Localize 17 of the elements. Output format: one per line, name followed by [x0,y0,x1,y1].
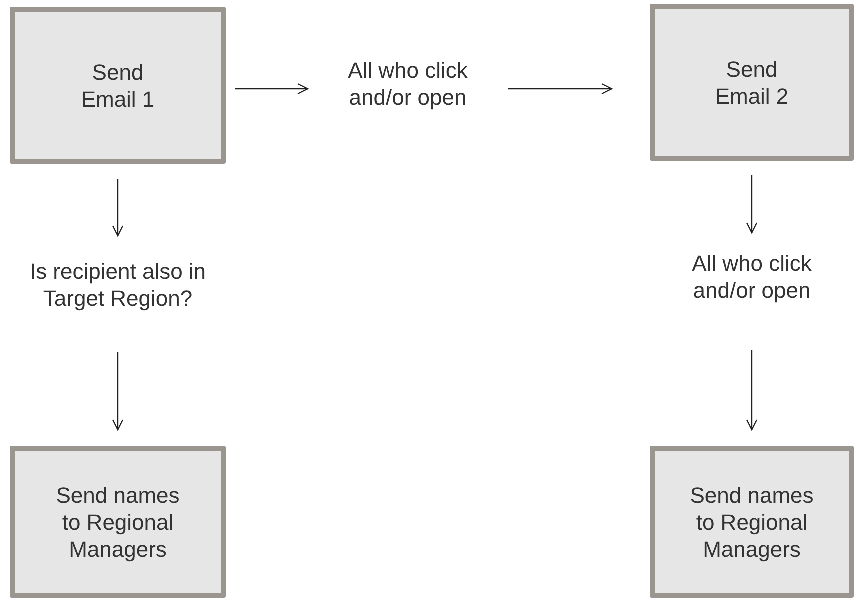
arrow [112,179,124,237]
arrow [746,350,758,431]
flow-label: Is recipient also in Target Region? [28,258,208,312]
flow-label: All who click and/or open [691,250,813,304]
flow-label: All who click and/or open [347,57,469,111]
process-box [10,7,226,164]
arrow [235,83,309,95]
box-text: Send Email 1 [80,58,156,112]
box-text: Send Email 2 [714,56,790,110]
process-box [10,446,226,598]
process-box [650,4,854,161]
box-text: Send names to Regional Managers [55,482,181,562]
process-box [650,446,854,598]
arrow [112,352,124,431]
arrow [508,83,613,95]
box-text: Send names to Regional Managers [689,482,815,562]
arrow [746,175,758,234]
